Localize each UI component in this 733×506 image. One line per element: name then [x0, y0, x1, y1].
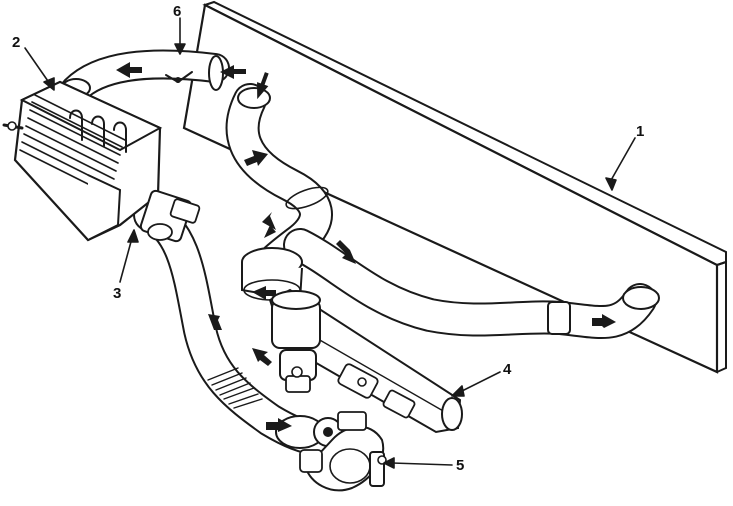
- airflow-arrows: [116, 62, 616, 432]
- callout-2: 2: [12, 34, 20, 51]
- air-filter-housing: [2, 80, 163, 242]
- callout-5: 5: [456, 457, 464, 474]
- callout-1: 1: [636, 123, 644, 140]
- callout-labels: 1 2 3 4 5 6: [12, 3, 644, 474]
- throttle-body: [271, 290, 321, 393]
- callout-6: 6: [173, 3, 181, 20]
- callout-leaders: [24, 17, 636, 469]
- mass-airflow-sensor: [139, 189, 201, 243]
- callout-4: 4: [503, 361, 512, 378]
- turbocharger: [275, 411, 387, 492]
- callout-3: 3: [113, 285, 121, 302]
- intercooler-panel: [182, 0, 727, 374]
